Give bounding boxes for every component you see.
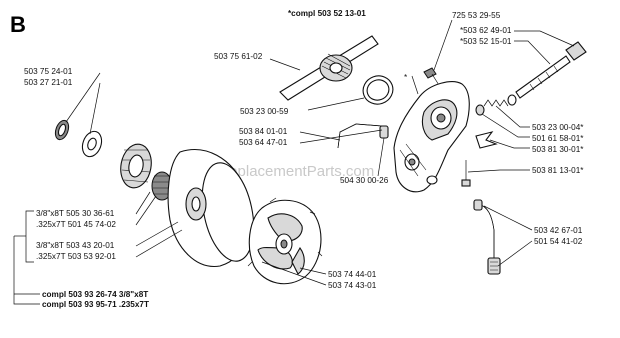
label-503-81-30-01: 503 81 30-01* xyxy=(532,145,584,154)
leader-lines xyxy=(13,19,575,305)
label-503-64-47-01: 503 64 47-01 xyxy=(239,138,288,147)
label-compl-503-93-95-71: compl 503 93 95-71 .235x7T xyxy=(42,300,149,309)
lock-washer-part xyxy=(54,119,70,141)
label-503-23-00-04: 503 23 00-04* xyxy=(532,123,584,132)
o-ring-part xyxy=(362,75,394,105)
label-725-53-29-55: 725 53 29-55 xyxy=(452,11,501,20)
label-3-8x8t-505-30-36-61: 3/8"x8T 505 30 36-61 xyxy=(36,209,115,218)
sprocket-rim-part xyxy=(120,143,152,189)
guide-plate-part xyxy=(279,35,379,101)
washer-part xyxy=(81,130,103,158)
pump-shaft-part xyxy=(515,41,587,99)
label-503-42-67-01: 503 42 67-01 xyxy=(534,226,583,235)
label-503-75-61-02: 503 75 61-02 xyxy=(214,52,263,61)
label-503-81-13-01: 503 81 13-01* xyxy=(532,166,584,175)
label-501-54-41-02: 501 54 41-02 xyxy=(534,237,583,246)
clutch-shoes-part xyxy=(247,197,323,285)
label-3-8x8t-503-43-20-01: 3/8"x8T 503 43 20-01 xyxy=(36,241,115,250)
compl-header-label: *compl 503 52 13-01 xyxy=(288,9,366,18)
asterisk-mark: * xyxy=(404,73,408,82)
label-503-23-00-59: 503 23 00-59 xyxy=(240,107,289,116)
oil-hose-part xyxy=(473,199,501,275)
label-504-30-00-26: 504 30 00-26 xyxy=(340,176,389,185)
label-325x7t-503-53-92-01: .325x7T 503 53 92-01 xyxy=(36,252,116,261)
clip-part xyxy=(475,131,498,149)
label-325x7t-501-45-74-02: .325x7T 501 45 74-02 xyxy=(36,220,116,229)
pump-spring-part xyxy=(475,94,517,116)
label-503-74-43-01: 503 74 43-01 xyxy=(328,281,377,290)
oil-pump-housing-part xyxy=(393,81,470,193)
label-503-52-15-01: *503 52 15-01 xyxy=(460,37,512,46)
label-503-74-44-01: 503 74 44-01 xyxy=(328,270,377,279)
section-letter: B xyxy=(10,12,26,37)
adjust-screw-part xyxy=(461,160,471,187)
label-501-61-58-01: 501 61 58-01* xyxy=(532,134,584,143)
label-compl-503-93-26-74: compl 503 93 26-74 3/8"x8T xyxy=(42,290,148,299)
label-503-62-49-01: *503 62 49-01 xyxy=(460,26,512,35)
needle-bearing-part xyxy=(151,171,173,201)
label-503-75-24-01: 503 75 24-01 xyxy=(24,67,73,76)
label-503-27-21-01: 503 27 21-01 xyxy=(24,78,73,87)
label-503-84-01-01: 503 84 01-01 xyxy=(239,127,288,136)
watermark-text: eReplacementParts.com xyxy=(210,163,374,180)
clutch-drum-part xyxy=(167,149,255,267)
